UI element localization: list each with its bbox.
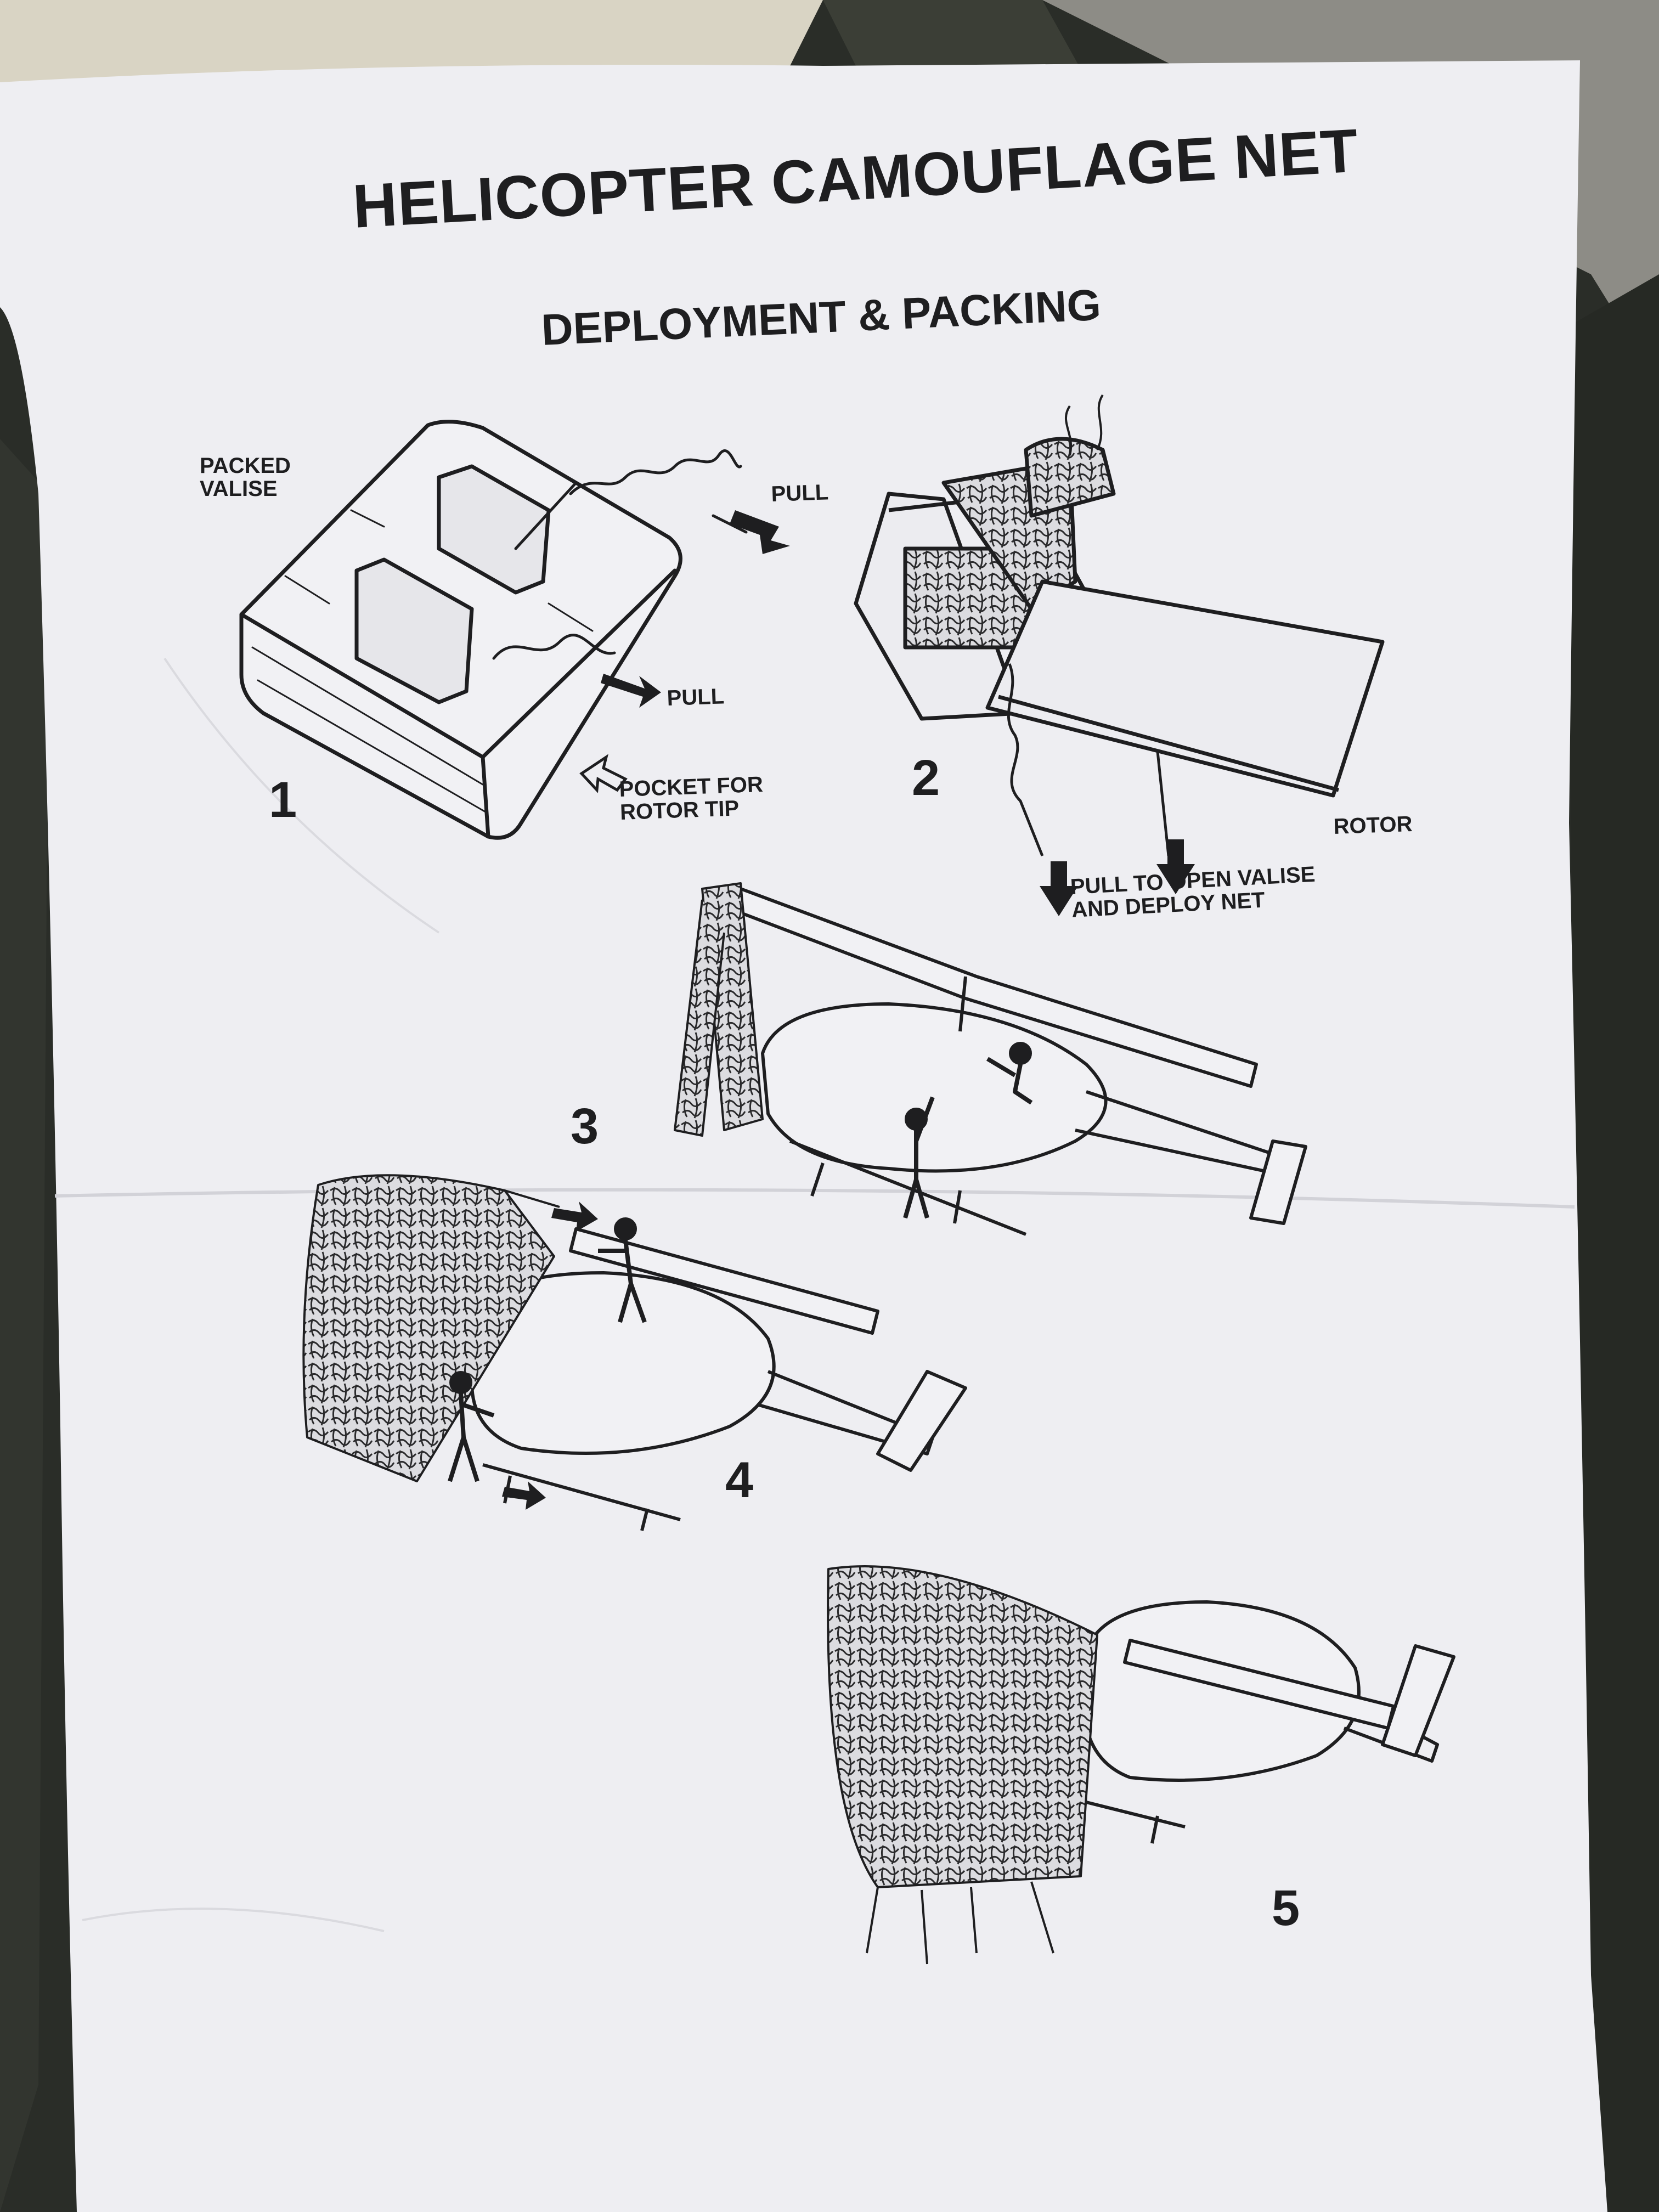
deploy-arrow-right <box>1156 839 1195 894</box>
packed-valise-label: PACKED VALISE <box>200 454 291 501</box>
step-number-5: 5 <box>1272 1880 1300 1936</box>
step-1-illustration <box>239 420 748 840</box>
step-number-1: 1 <box>269 772 297 828</box>
step-number-3: 3 <box>571 1098 599 1154</box>
step-number-2: 2 <box>912 750 940 806</box>
step-4-arrow-bottom <box>502 1481 546 1510</box>
step-2-illustration <box>854 394 1385 856</box>
step-4-arrow-top <box>551 1201 598 1232</box>
rotor-label: ROTOR <box>1333 811 1413 839</box>
pull-label-bottom: PULL <box>666 684 725 710</box>
pull-arrow-bottom <box>601 674 661 708</box>
step-3-illustration <box>674 882 1307 1236</box>
deploy-arrow-left <box>1040 861 1078 916</box>
step-number-4: 4 <box>725 1452 754 1508</box>
rotor-pocket-label: POCKET FOR ROTOR TIP <box>618 772 764 825</box>
pull-arrow-top <box>730 510 790 554</box>
pocket-arrow <box>579 754 628 793</box>
pull-label-top: PULL <box>770 480 829 506</box>
step-5-illustration <box>827 1565 1455 1965</box>
step-4-illustration <box>302 1174 967 1531</box>
